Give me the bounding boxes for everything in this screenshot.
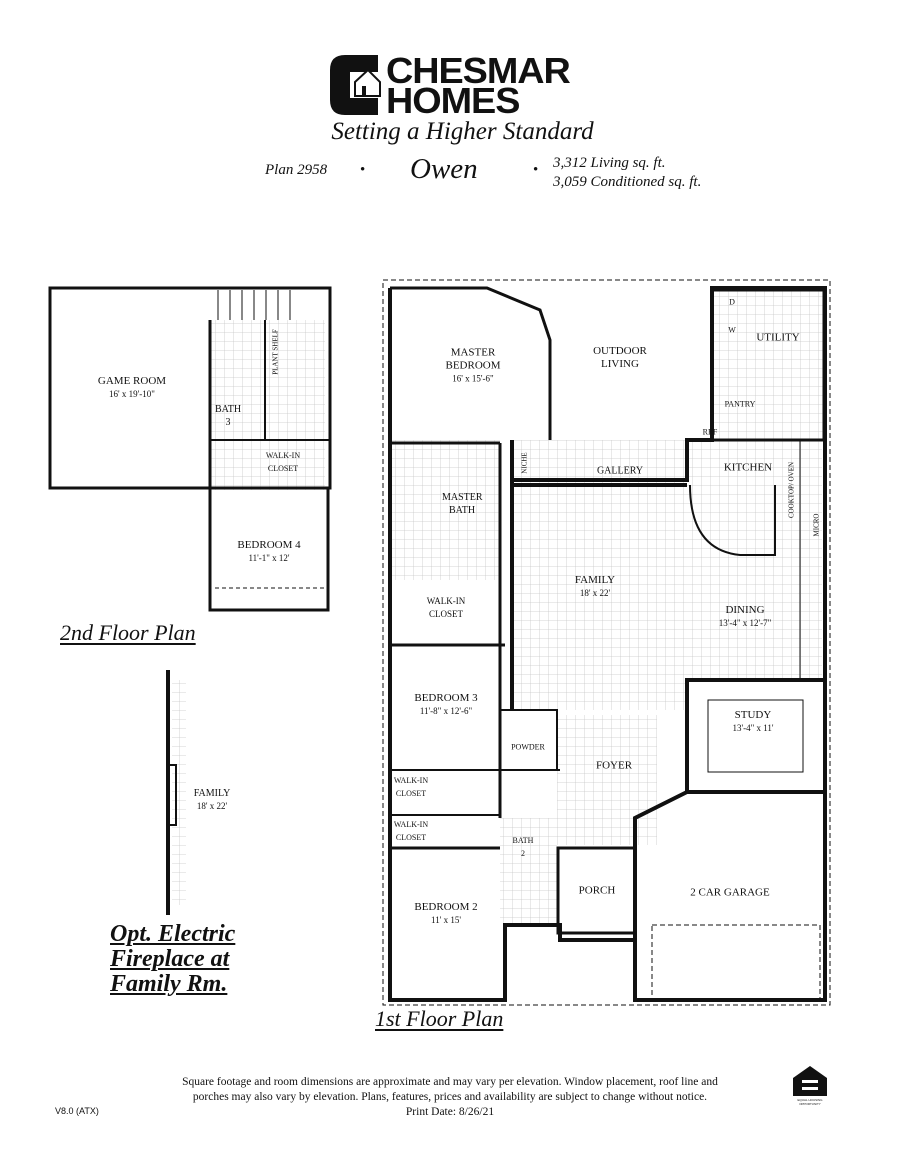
room-garage: 2 CAR GARAGE <box>690 886 770 899</box>
version-label: V8.0 (ATX) <box>55 1106 99 1116</box>
room-walk-in-closet-bed2: WALK-IN CLOSET <box>393 820 429 842</box>
room-pantry: PANTRY <box>724 399 756 409</box>
bullet: • <box>360 162 366 178</box>
first-floor-title: 1st Floor Plan <box>375 1006 504 1031</box>
plant-shelf-label: PLANT SHELF <box>271 329 280 375</box>
equal-housing-icon <box>793 1066 827 1096</box>
room-master-bath: MASTER BATH <box>442 492 483 516</box>
cooktop-oven-label: COOKTOP/ OVEN <box>787 461 796 519</box>
room-utility: UTILITY <box>756 331 800 344</box>
disclaimer: Square footage and room dimensions are a… <box>182 1076 718 1118</box>
room-walk-in-closet-2f: WALK-IN CLOSET <box>265 451 301 473</box>
room-outdoor-living: OUTDOOR LIVING <box>593 345 647 370</box>
chesmar-logo-icon <box>330 55 381 115</box>
niche-label: NICHE <box>520 452 529 474</box>
fireplace-detail <box>166 670 186 915</box>
room-master-walk-in-closet: WALK-IN CLOSET <box>426 596 466 619</box>
first-floor-plan <box>382 279 831 1006</box>
plan-number: Plan 2958 <box>265 162 328 178</box>
room-walk-in-closet-bed3: WALK-IN CLOSET <box>393 776 429 798</box>
second-floor-title: 2nd Floor Plan <box>60 620 196 645</box>
bullet: • <box>533 162 539 178</box>
refrigerator-label: REF <box>702 427 718 437</box>
conditioned-sqft: 3,059 Conditioned sq. ft. <box>553 174 702 190</box>
washer-label: W <box>728 325 736 335</box>
second-floor-plan <box>48 286 332 612</box>
room-gallery: GALLERY <box>596 465 644 477</box>
room-kitchen: KITCHEN <box>723 461 773 474</box>
room-porch: PORCH <box>578 884 616 897</box>
dryer-label: D <box>729 297 735 307</box>
tagline: Setting a Higher Standard <box>331 118 594 145</box>
equal-housing-text: EQUAL HOUSING OPPORTUNITY <box>797 1098 823 1106</box>
room-foyer: FOYER <box>595 759 633 772</box>
microwave-label: MICRO <box>812 513 821 537</box>
brand-name-line1: CHESMAR <box>386 50 571 91</box>
plan-name: Owen <box>410 153 478 185</box>
living-sqft: 3,312 Living sq. ft. <box>553 155 666 171</box>
brand-name-line2: HOMES <box>386 80 520 121</box>
room-powder: POWDER <box>511 742 545 752</box>
